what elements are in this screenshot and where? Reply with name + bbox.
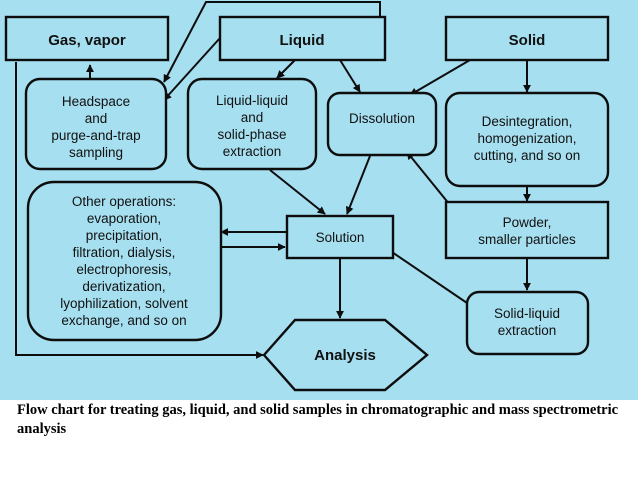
label-line: Analysis xyxy=(314,347,376,364)
dissolution-box: Dissolution xyxy=(326,91,438,157)
arrow-solid-to-dissolution xyxy=(409,59,471,96)
solid-label: Solid xyxy=(509,32,546,49)
solid-liquid-extraction-box: Solid-liquid extraction xyxy=(465,290,590,356)
arrow-gas-to-analysis xyxy=(15,62,264,359)
liquid-box: Liquid xyxy=(218,15,387,62)
label-line: derivatization, xyxy=(82,279,165,294)
label-line: evaporation, xyxy=(87,211,161,226)
label-line: Solution xyxy=(316,230,365,245)
label-line: extraction xyxy=(498,323,557,338)
arrow-liquid-to-dissolution xyxy=(339,59,361,93)
headspace-label: Headspace and purge-and-trap sampling xyxy=(51,94,140,160)
label-line: sampling xyxy=(69,145,123,160)
arrow-liquid-to-headspace xyxy=(163,1,381,83)
label-line: Liquid xyxy=(280,32,325,49)
disintegration-box: Desintegration, homogenization, cutting, a… xyxy=(444,91,610,188)
figure-caption: Flow chart for treating gas, liquid, and… xyxy=(17,402,619,437)
label-line: electrophoresis, xyxy=(76,262,171,277)
label-line: and xyxy=(241,110,264,125)
solid-box: Solid xyxy=(444,15,610,62)
flow-chart: Gas, vapor Liquid Solid Headspace and purg… xyxy=(0,0,638,400)
liquid-liquid-extraction-label: Liquid-liquid and solid-phase extraction xyxy=(216,93,288,159)
label-line: Powder, xyxy=(503,215,552,230)
liquid-liquid-extraction-box: Liquid-liquid and solid-phase extraction xyxy=(186,77,318,171)
powder-box: Powder, smaller particles xyxy=(444,200,610,260)
powder-label: Powder, smaller particles xyxy=(478,215,576,247)
label-line: Gas, vapor xyxy=(48,32,126,49)
label-line: exchange, and so on xyxy=(61,313,186,328)
gas-vapor-label: Gas, vapor xyxy=(48,32,126,49)
label-line: Solid xyxy=(509,32,546,49)
solid-liquid-extraction-label: Solid-liquid extraction xyxy=(494,306,560,338)
label-line: Headspace xyxy=(62,94,130,109)
label-line: Other operations: xyxy=(72,194,176,209)
label-line: lyophilization, solvent xyxy=(60,296,188,311)
label-line: solid-phase xyxy=(217,127,286,142)
label-line: Solid-liquid xyxy=(494,306,560,321)
label-line: homogenization, xyxy=(477,131,576,146)
label-line: extraction xyxy=(223,144,282,159)
label-line: and xyxy=(85,111,108,126)
liquid-label: Liquid xyxy=(280,32,325,49)
label-line: Dissolution xyxy=(349,111,415,126)
arrow-dissolution-to-solution xyxy=(345,155,371,215)
arrow-powder-to-dissolution xyxy=(406,151,451,206)
solution-label: Solution xyxy=(316,230,365,245)
label-line: cutting, and so on xyxy=(474,148,581,163)
arrow-slext-to-solution xyxy=(385,247,471,306)
headspace-box: Headspace and purge-and-trap sampling xyxy=(24,77,168,171)
analysis-hexagon: Analysis xyxy=(262,318,429,392)
arrow-liquid-to-llse xyxy=(276,59,296,79)
label-line: Liquid-liquid xyxy=(216,93,288,108)
gas-vapor-box: Gas, vapor xyxy=(4,15,170,62)
analysis-label: Analysis xyxy=(314,347,376,364)
other-operations-label: Other operations: evaporation, precipitati… xyxy=(60,194,188,328)
label-line: filtration, dialysis, xyxy=(73,245,176,260)
arrow-llse-to-solution xyxy=(269,169,326,215)
label-line: Desintegration, xyxy=(482,114,573,129)
label-line: purge-and-trap xyxy=(51,128,140,143)
dissolution-label: Dissolution xyxy=(349,111,415,126)
label-line: precipitation, xyxy=(86,228,163,243)
label-line: smaller particles xyxy=(478,232,576,247)
arrow-liquid-to-headspace-lower xyxy=(163,37,221,101)
connectors xyxy=(15,1,531,359)
solution-box: Solution xyxy=(285,214,395,260)
other-operations-box: Other operations: evaporation, precipitati… xyxy=(26,180,223,342)
disintegration-label: Desintegration, homogenization, cutting, a… xyxy=(474,114,581,163)
